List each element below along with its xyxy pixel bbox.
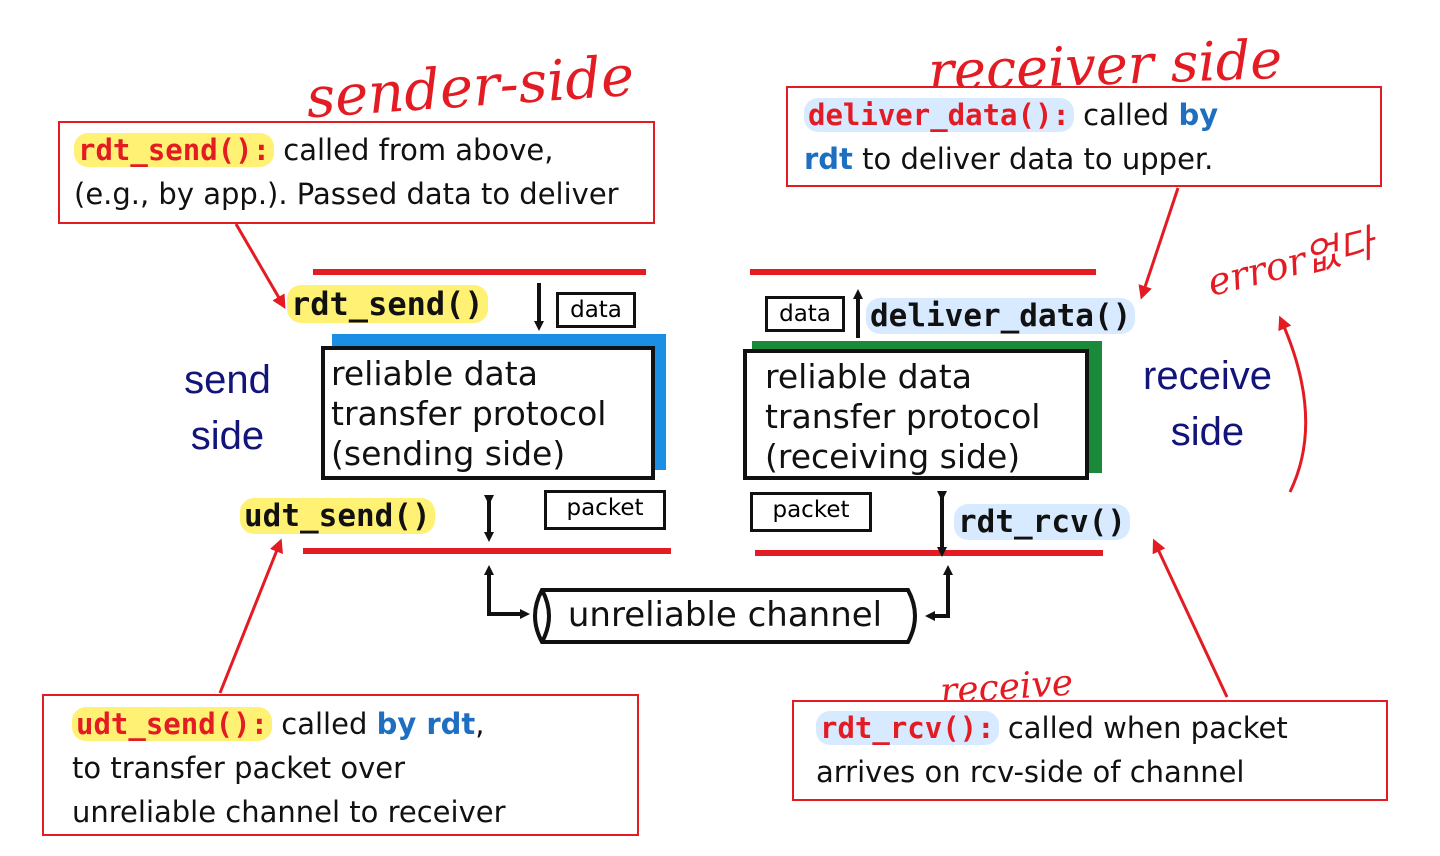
udt-send-callout-arrow (218, 538, 283, 694)
rdt-send-desc-line2a: (e.g., by app.). (74, 177, 288, 211)
udt-send-fn: udt_send(): (72, 707, 273, 741)
deliver-data-callout: deliver_data(): called by rdt to deliver… (786, 86, 1382, 187)
udt-send-desc-by-rdt: by rdt (376, 707, 476, 741)
deliver-data-desc-rdt: rdt (804, 142, 853, 176)
udt-send-desc-comma: , (475, 707, 485, 741)
handwritten-curved-arrow (1278, 315, 1308, 493)
sender-protocol-line3: (sending side) (331, 434, 566, 473)
rdt-rcv-fn: rdt_rcv(): (816, 711, 999, 745)
udt-send-desc-line3: unreliable channel to receiver (72, 795, 506, 829)
sender-protocol-line1: reliable data (331, 354, 538, 393)
receiver-protocol-line3: (receiving side) (765, 437, 1021, 476)
rdt-rcv-callout-line1: rdt_rcv(): called when packet (816, 706, 1364, 750)
rdt-send-fn: rdt_send(): (74, 133, 275, 167)
receiver-packet-box: packet (750, 492, 872, 532)
receiver-deliver-data-label: deliver_data() (866, 298, 1136, 334)
rdt-rcv-callout: rdt_rcv(): called when packet arrives on… (792, 700, 1388, 801)
rdt-rcv-desc-line2: arrives on rcv-side of channel (816, 755, 1245, 789)
rdt-rcv-callout-arrow (1152, 538, 1229, 698)
rdt-send-callout: rdt_send(): called from above, (e.g., by… (58, 121, 655, 224)
receiver-rdt-rcv-label: rdt_rcv() (954, 504, 1130, 540)
sender-rdt-send-label: rdt_send() (287, 285, 488, 323)
sender-protocol-line2: transfer protocol (331, 394, 607, 433)
receiver-data-box: data (765, 296, 845, 332)
receiver-protocol-line2: transfer protocol (765, 397, 1041, 436)
receive-side-label-line2: side (1170, 410, 1245, 454)
udt-send-callout-line1: udt_send(): called by rdt, (72, 702, 609, 746)
sender-packet-box: packet (544, 490, 666, 530)
unreliable-channel-cap (540, 589, 551, 643)
deliver-data-desc-line2: to deliver data to upper. (862, 142, 1214, 176)
deliver-data-callout-line1: deliver_data(): called by (804, 93, 1364, 137)
send-side-label: send side (160, 352, 295, 464)
sender-channel-connector (487, 578, 530, 619)
deliver-data-callout-line2: rdt to deliver data to upper. (804, 137, 1364, 181)
rdt-rcv-desc-line1: called when packet (1007, 711, 1288, 745)
receiver-channel-connector (925, 578, 950, 621)
receive-side-label: receive side (1130, 348, 1285, 460)
send-side-label-line2: side (190, 414, 265, 458)
deliver-data-desc-by: by (1178, 98, 1219, 132)
unreliable-channel-shape (533, 588, 917, 644)
udt-send-desc-called: called (281, 707, 368, 741)
sender-data-box: data (556, 292, 636, 328)
receive-side-label-line1: receive (1143, 354, 1272, 398)
unreliable-channel-label: unreliable channel (567, 595, 883, 635)
udt-send-callout: udt_send(): called by rdt, to transfer p… (42, 694, 639, 836)
deliver-data-desc-called: called (1083, 98, 1170, 132)
rdt-send-desc-line1: called from above, (283, 133, 554, 167)
receiver-protocol-line1: reliable data (765, 357, 972, 396)
deliver-data-callout-arrow (1138, 187, 1180, 300)
send-side-label-line1: send (184, 358, 271, 402)
rdt-send-callout-arrow (234, 223, 286, 310)
udt-send-desc-line2: to transfer packet over (72, 751, 406, 785)
sender-udt-send-label: udt_send() (240, 498, 435, 534)
deliver-data-fn: deliver_data(): (804, 98, 1074, 132)
rdt-send-callout-line1: rdt_send(): called from above, (74, 128, 639, 172)
rdt-send-callout-line2: (e.g., by app.). Passed data to deliver (74, 172, 639, 216)
sender-protocol-box: reliable data transfer protocol (sending… (321, 346, 655, 480)
receiver-protocol-box: reliable data transfer protocol (receivi… (743, 349, 1089, 480)
rdt-send-desc-line2b: Passed data to deliver (296, 177, 619, 211)
